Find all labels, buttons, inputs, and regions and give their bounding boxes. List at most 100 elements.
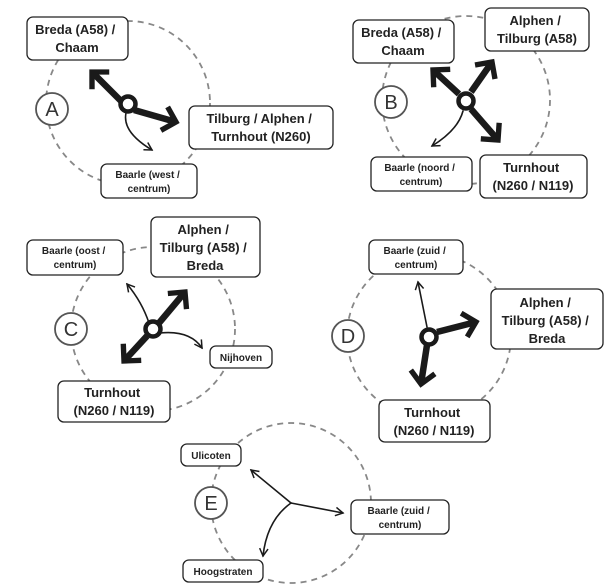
junction-a-arrow-baarle [124,112,154,151]
junction-c-nijhoven-line-1: Nijhoven [220,353,262,364]
junction-b-arrow-baarle [430,110,464,147]
junction-c-hub [143,319,163,339]
junction-c-arrow-alphen [156,289,190,326]
junction-c-alphen-line-3: Breda [187,258,225,273]
junction-a-baarle-line-2: centrum) [128,184,171,195]
junction-d-baarle-line-1: Baarle (zuid / [383,246,445,257]
junction-c-alphen-line-1: Alphen / [178,222,230,237]
junction-a-arrow-breda [89,69,125,105]
junction-c-sign-baarle [26,239,124,276]
junction-d-sign-alphen [490,288,604,350]
junction-d: D Baarle (zuid / centrum) Alphen / Tilbu… [331,239,604,443]
junction-a-hub [118,94,138,114]
junction-e-sign-ulicoten-text: Ulicoten [191,451,230,462]
junction-c: C Baarle (oost / centrum) Alphen / Tilbu… [26,216,273,423]
junction-d-sign-baarle-text: Baarle (zuid / centrum) [383,246,448,271]
junction-e-arrow-hoogstraten [258,502,292,558]
junction-e-sign-baarle-text: Baarle (zuid / centrum) [367,506,432,531]
junction-b: B Breda (A58) / Chaam Alphen / Tilburg (… [352,7,590,199]
junction-e-sign-hoogstraten [182,559,264,583]
junction-e-badge [194,486,228,520]
junction-a-arrow-tilburg [133,105,180,133]
junction-a-sign-baarle [100,163,198,199]
junction-a-breda-line-1: Breda (A58) / [35,22,116,37]
junction-b-sign-alphen-text: Alphen / Tilburg (A58) [497,13,577,46]
junction-d-arrow-alphen [436,310,480,339]
junction-b-sign-breda-text: Breda (A58) / Chaam [361,25,445,58]
junction-b-hub [456,91,476,111]
junction-b-sign-baarle [370,156,473,192]
junction-d-badge [331,319,365,353]
junction-d-sign-turnhout-text: Turnhout (N260 / N119) [394,405,475,438]
junction-a-badge [35,92,69,126]
junction-d-sign-turnhout [378,399,491,443]
junction-d-letter: D [341,326,355,348]
junction-c-arrow-turnhout [120,333,150,364]
junction-c-sign-turnhout [57,380,171,423]
junction-d-baarle-line-2: centrum) [395,260,438,271]
junction-a-sign-tilburg-text: Tilburg / Alphen / Turnhout (N260) [206,111,315,144]
junction-e-arrow-baarle [290,502,345,517]
junction-a-baarle-line-1: Baarle (west / [115,170,180,181]
junction-e-sign-hoogstraten-text: Hoogstraten [194,567,253,578]
junction-d-alphen-line-1: Alphen / [520,295,572,310]
junction-e-letter: E [204,493,217,515]
junction-a-letter: A [45,99,59,121]
junction-d-arrow-baarle [414,280,428,328]
junction-a-sign-tilburg [188,105,334,150]
junction-d-sign-alphen-text: Alphen / Tilburg (A58) / Breda [502,295,593,346]
junction-d-turnhout-line-2: (N260 / N119) [394,423,475,438]
junction-c-badge [54,312,88,346]
junction-d-sign-baarle [368,239,464,275]
junction-b-sign-alphen [484,7,590,52]
junction-d-alphen-line-3: Breda [529,331,567,346]
junction-b-letter: B [384,92,397,114]
junction-b-arrow-breda [430,66,462,97]
junction-e: E Ulicoten Baarle (zuid / centrum) Hoogs… [180,422,450,584]
junction-d-turnhout-line-1: Turnhout [404,405,461,420]
junction-e-baarle-line-1: Baarle (zuid / [367,506,429,517]
junction-c-turnhout-line-1: Turnhout [84,385,141,400]
junction-b-baarle-line-1: Baarle (noord / [384,163,455,174]
junction-c-baarle-line-2: centrum) [54,260,97,271]
junction-c-alphen-line-2: Tilburg (A58) / [160,240,248,255]
junction-b-turnhout-line-2: (N260 / N119) [493,178,574,193]
junction-a-tilburg-line-2: Turnhout (N260) [211,129,310,144]
junction-e-baarle-line-2: centrum) [379,520,422,531]
junction-b-ring [381,15,551,185]
junction-c-letter: C [64,319,78,341]
junction-b-sign-baarle-text: Baarle (noord / centrum) [384,163,457,188]
junction-a-sign-breda-text: Breda (A58) / Chaam [35,22,119,55]
junction-e-sign-ulicoten [180,443,242,467]
junction-b-alphen-line-2: Tilburg (A58) [497,31,577,46]
junction-c-arrow-baarle [126,282,150,324]
junction-c-sign-nijhoven-text: Nijhoven [220,353,262,364]
junction-b-badge [374,85,408,119]
junction-e-arrow-ulicoten [249,469,292,504]
junction-c-sign-baarle-text: Baarle (oost / centrum) [42,246,108,271]
junction-c-turnhout-line-2: (N260 / N119) [74,403,155,418]
junction-b-sign-turnhout [479,154,588,199]
junction-b-baarle-line-2: centrum) [400,177,443,188]
junction-e-sign-baarle [350,499,450,535]
junction-a-sign-baarle-text: Baarle (west / centrum) [115,170,182,195]
junction-c-sign-alphen-text: Alphen / Tilburg (A58) / Breda [160,222,251,273]
junction-c-sign-alphen [150,216,261,278]
junction-d-hub [419,327,439,347]
junction-a-tilburg-line-1: Tilburg / Alphen / [206,111,312,126]
junction-d-arrow-turnhout [408,344,437,388]
junction-e-hoogstraten-line-1: Hoogstraten [194,567,253,578]
junction-b-sign-breda [352,19,455,64]
junction-c-baarle-line-1: Baarle (oost / [42,246,106,257]
junction-b-arrow-alphen [468,58,498,94]
junction-b-arrow-turnhout [468,106,502,143]
junction-b-turnhout-line-1: Turnhout [503,160,560,175]
junction-a-breda-line-2: Chaam [55,40,98,55]
junction-c-sign-nijhoven [209,345,273,369]
junction-a-sign-breda [26,16,129,61]
junction-c-arrow-nijhoven [159,331,203,350]
junction-c-sign-turnhout-text: Turnhout (N260 / N119) [74,385,155,418]
junction-d-alphen-line-2: Tilburg (A58) / [502,313,590,328]
junction-b-sign-turnhout-text: Turnhout (N260 / N119) [493,160,574,193]
